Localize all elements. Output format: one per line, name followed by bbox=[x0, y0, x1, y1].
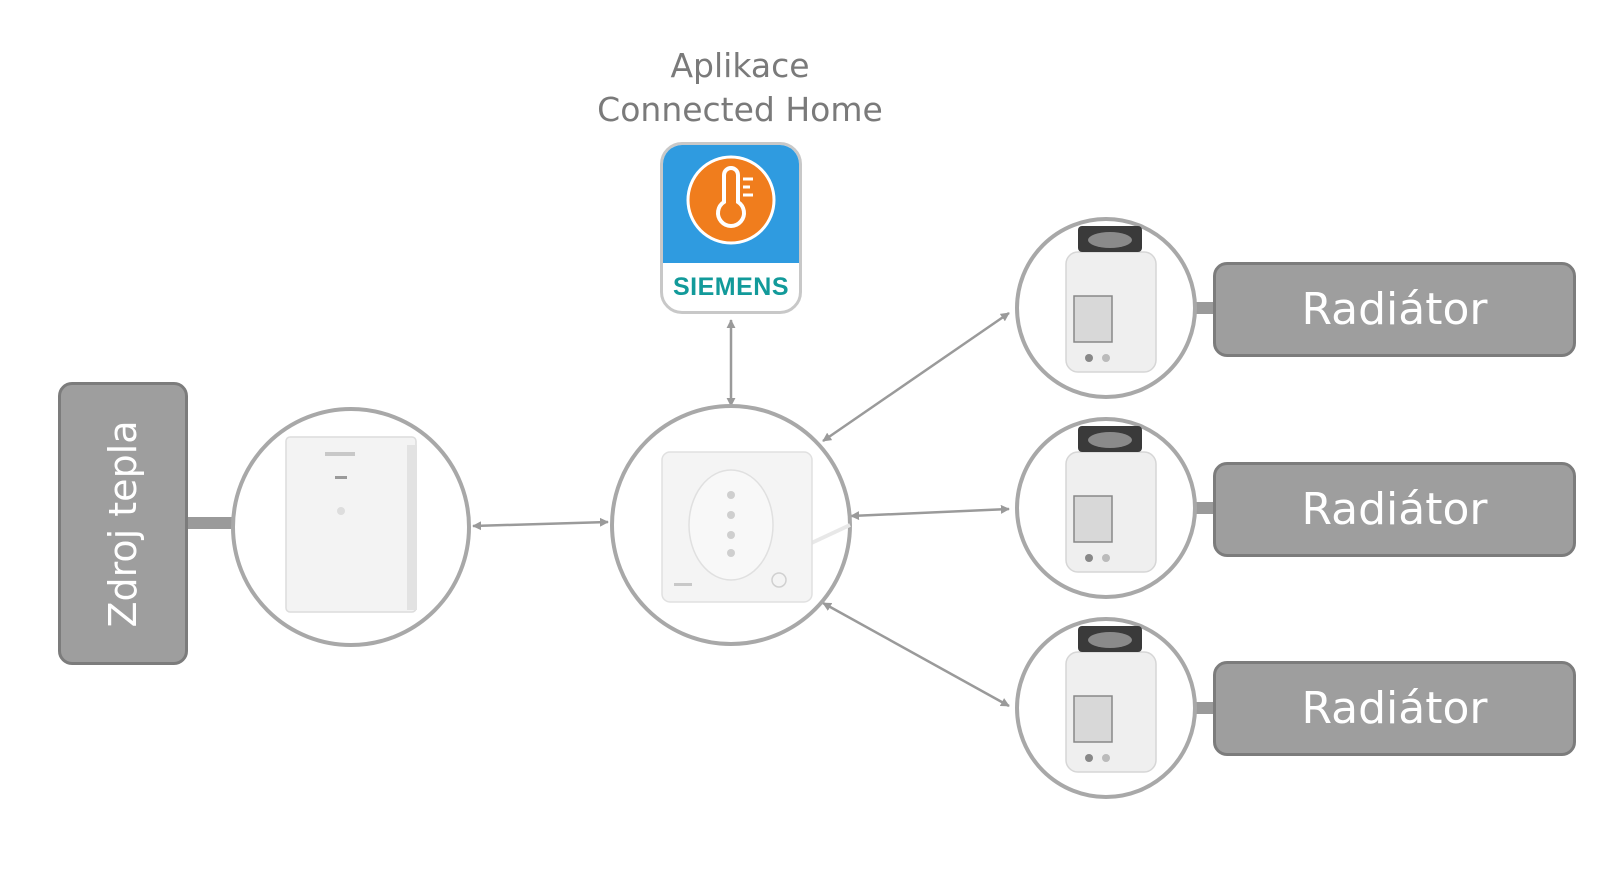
arrow-hub-to-radiator-2 bbox=[850, 504, 1010, 521]
radiator-valve-3 bbox=[1015, 617, 1197, 799]
hub-device bbox=[610, 404, 852, 646]
radiator-box-1: Radiátor bbox=[1213, 262, 1576, 357]
app-title: Aplikace Connected Home bbox=[560, 44, 920, 132]
app-title-line2: Connected Home bbox=[597, 90, 883, 129]
receiver-device bbox=[231, 407, 471, 647]
app-icon[interactable]: SIEMENS bbox=[660, 142, 802, 314]
radiator-valve-2 bbox=[1015, 417, 1197, 599]
radiator-label-2: Radiátor bbox=[1301, 484, 1488, 535]
app-icon-background bbox=[663, 145, 799, 263]
arrow-hub-to-radiator-1 bbox=[822, 311, 1010, 443]
radiator-box-2: Radiátor bbox=[1213, 462, 1576, 557]
heat-source-label: Zdroj tepla bbox=[101, 419, 145, 628]
heat-source-box: Zdroj tepla bbox=[58, 382, 188, 665]
thermometer-icon bbox=[686, 155, 776, 245]
radiator-label-1: Radiátor bbox=[1301, 284, 1488, 335]
radiator-box-3: Radiátor bbox=[1213, 661, 1576, 756]
arrow-hub-to-radiator-3 bbox=[822, 601, 1010, 708]
radiator-label-3: Radiátor bbox=[1301, 683, 1488, 734]
radiator-valve-1 bbox=[1015, 217, 1197, 399]
app-brand-label: SIEMENS bbox=[672, 273, 790, 301]
arrow-receiver-to-hub bbox=[472, 517, 609, 531]
app-title-line1: Aplikace bbox=[670, 46, 810, 85]
